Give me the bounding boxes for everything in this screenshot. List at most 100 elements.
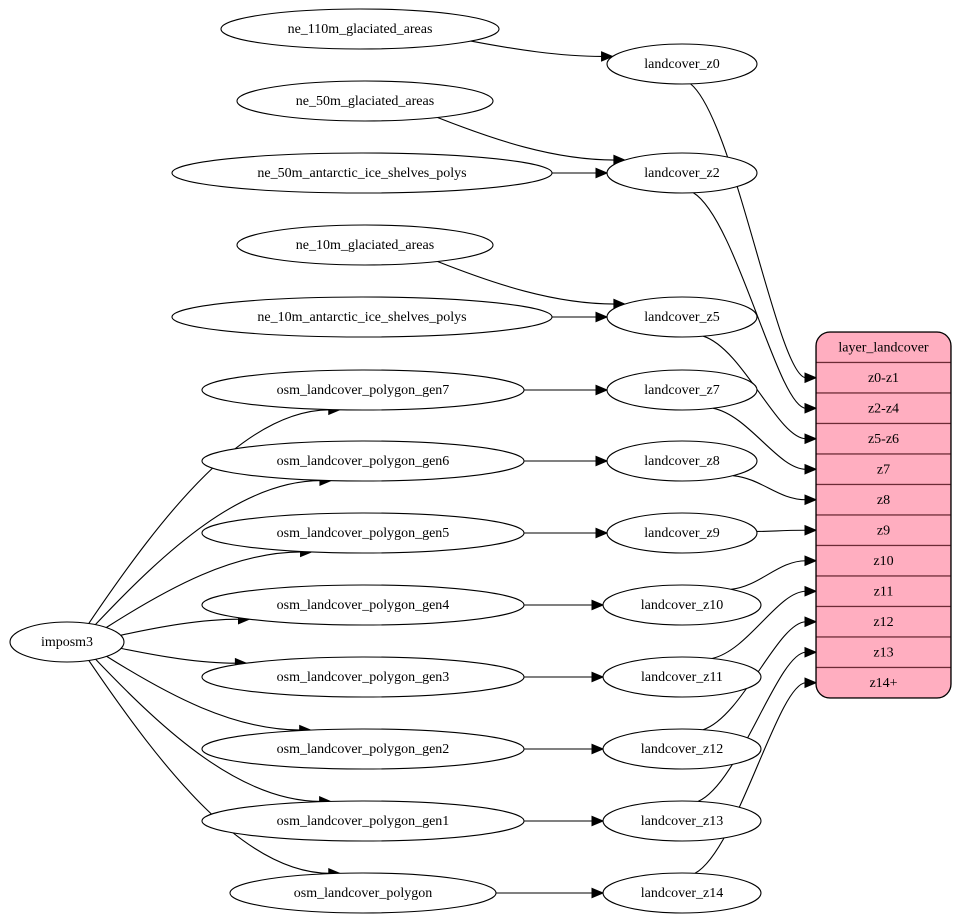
edge-line [712,407,807,470]
node-osm_landcover_polygon_gen6[interactable]: osm_landcover_polygon_gen6 [201,440,525,482]
node-shape [236,80,494,122]
node-label: osm_landcover_polygon_gen4 [277,598,450,613]
edge-landcover_z13-to-table [697,646,818,802]
node-imposm3[interactable]: imposm3 [9,621,125,663]
edge-landcover_z14-to-table [694,677,818,874]
table-row[interactable] [816,392,951,425]
edge-arrowhead [804,677,818,689]
table-row-label: z12 [873,615,893,630]
edge-arrowhead [591,599,605,611]
node-shape [606,296,758,338]
node-landcover_z14[interactable]: landcover_z14 [602,872,762,914]
node-landcover_z12[interactable]: landcover_z12 [602,728,762,770]
edge-ne_110m_glaciated_areas-to-landcover_z0 [470,40,614,62]
node-label: ne_110m_glaciated_areas [288,22,433,37]
table-row-label: z7 [877,462,890,477]
node-shape [606,152,758,194]
node-label: osm_landcover_polygon_gen7 [277,383,450,398]
edge-line [120,647,237,664]
edge-arrowhead [595,527,609,539]
node-osm_landcover_polygon_gen4[interactable]: osm_landcover_polygon_gen4 [201,584,525,626]
edge-line [694,682,807,874]
node-osm_landcover_polygon_gen5[interactable]: osm_landcover_polygon_gen5 [201,512,525,554]
table-row[interactable] [816,636,951,669]
edge-arrowhead [595,311,609,323]
edge-landcover_z10-to-table [731,555,818,590]
node-label: landcover_z2 [644,166,719,181]
node-label: ne_10m_glaciated_areas [296,238,434,253]
node-shape [602,872,762,914]
edge-arrowhead [804,524,818,536]
edge-osm_landcover_polygon_gen7-to-landcover_z7 [524,384,609,396]
table-row[interactable] [816,605,951,638]
edge-landcover_z2-to-table [693,192,818,414]
node-shape [236,224,494,266]
edge-line [106,551,302,628]
node-landcover_z11[interactable]: landcover_z11 [602,656,762,698]
node-shape [171,152,553,194]
node-osm_landcover_polygon[interactable]: osm_landcover_polygon [229,872,497,914]
node-label: osm_landcover_polygon_gen2 [277,742,450,757]
node-label: osm_landcover_polygon_gen5 [277,526,450,541]
edge-imposm3-to-osm_landcover_polygon_gen4 [120,613,251,636]
node-label: landcover_z9 [644,526,719,541]
node-landcover_z0[interactable]: landcover_z0 [606,43,758,85]
edge-ne_10m_antarctic_ice_shelves_polys-to-landcover_z5 [552,311,609,323]
node-shape [171,296,553,338]
table-row[interactable] [816,453,951,486]
table-row[interactable] [816,422,951,455]
node-ne_50m_glaciated_areas[interactable]: ne_50m_glaciated_areas [236,80,494,122]
edge-landcover_z0-to-table [690,83,818,384]
node-landcover_z7[interactable]: landcover_z7 [606,369,758,411]
table-row[interactable] [816,514,951,547]
node-shape [229,872,497,914]
edge-arrowhead [804,494,818,506]
table-body [816,332,951,698]
node-landcover_z5[interactable]: landcover_z5 [606,296,758,338]
node-shape [602,656,762,698]
node-osm_landcover_polygon_gen2[interactable]: osm_landcover_polygon_gen2 [201,728,525,770]
node-osm_landcover_polygon_gen7[interactable]: osm_landcover_polygon_gen7 [201,369,525,411]
edge-arrowhead [591,887,605,899]
node-landcover_z10[interactable]: landcover_z10 [602,584,762,626]
edge-line [437,116,615,161]
node-shape [602,584,762,626]
node-ne_10m_glaciated_areas[interactable]: ne_10m_glaciated_areas [236,224,494,266]
edge-arrowhead [804,646,818,658]
edge-arrowhead [804,463,818,475]
node-shape [606,369,758,411]
table-row-label: z0-z1 [868,371,899,386]
node-label: landcover_z5 [644,310,719,325]
node-osm_landcover_polygon_gen1[interactable]: osm_landcover_polygon_gen1 [201,800,525,842]
node-ne_50m_antarctic_ice_shelves_polys[interactable]: ne_50m_antarctic_ice_shelves_polys [171,152,553,194]
node-label: osm_landcover_polygon_gen3 [277,670,450,685]
edge-arrowhead [595,167,609,179]
edge-arrowhead [804,585,818,597]
node-ne_10m_antarctic_ice_shelves_polys[interactable]: ne_10m_antarctic_ice_shelves_polys [171,296,553,338]
table-row[interactable] [816,544,951,577]
edge-line [94,480,321,626]
node-label: landcover_z12 [641,742,723,757]
node-ne_110m_glaciated_areas[interactable]: ne_110m_glaciated_areas [220,8,500,50]
node-landcover_z2[interactable]: landcover_z2 [606,152,758,194]
edge-osm_landcover_polygon_gen2-to-landcover_z12 [523,743,605,755]
node-shape [602,800,762,842]
edge-line [731,560,807,590]
table-row-label: z9 [877,523,890,538]
table-row[interactable] [816,666,951,699]
node-landcover_z13[interactable]: landcover_z13 [602,800,762,842]
edge-arrowhead [591,671,605,683]
edge-arrowhead [804,402,818,414]
node-landcover_z9[interactable]: landcover_z9 [606,512,758,554]
edge-arrowhead [804,433,818,445]
node-landcover_z8[interactable]: landcover_z8 [606,440,758,482]
edge-osm_landcover_polygon_gen3-to-landcover_z11 [524,671,605,683]
table-row-label: z11 [874,584,894,599]
node-osm_landcover_polygon_gen3[interactable]: osm_landcover_polygon_gen3 [201,656,525,698]
edge-line [756,529,807,533]
edge-osm_landcover_polygon-to-landcover_z14 [495,887,605,899]
edge-line [711,590,807,660]
node-label: landcover_z10 [641,598,723,613]
node-shape [606,440,758,482]
edge-osm_landcover_polygon_gen1-to-landcover_z13 [524,815,605,827]
